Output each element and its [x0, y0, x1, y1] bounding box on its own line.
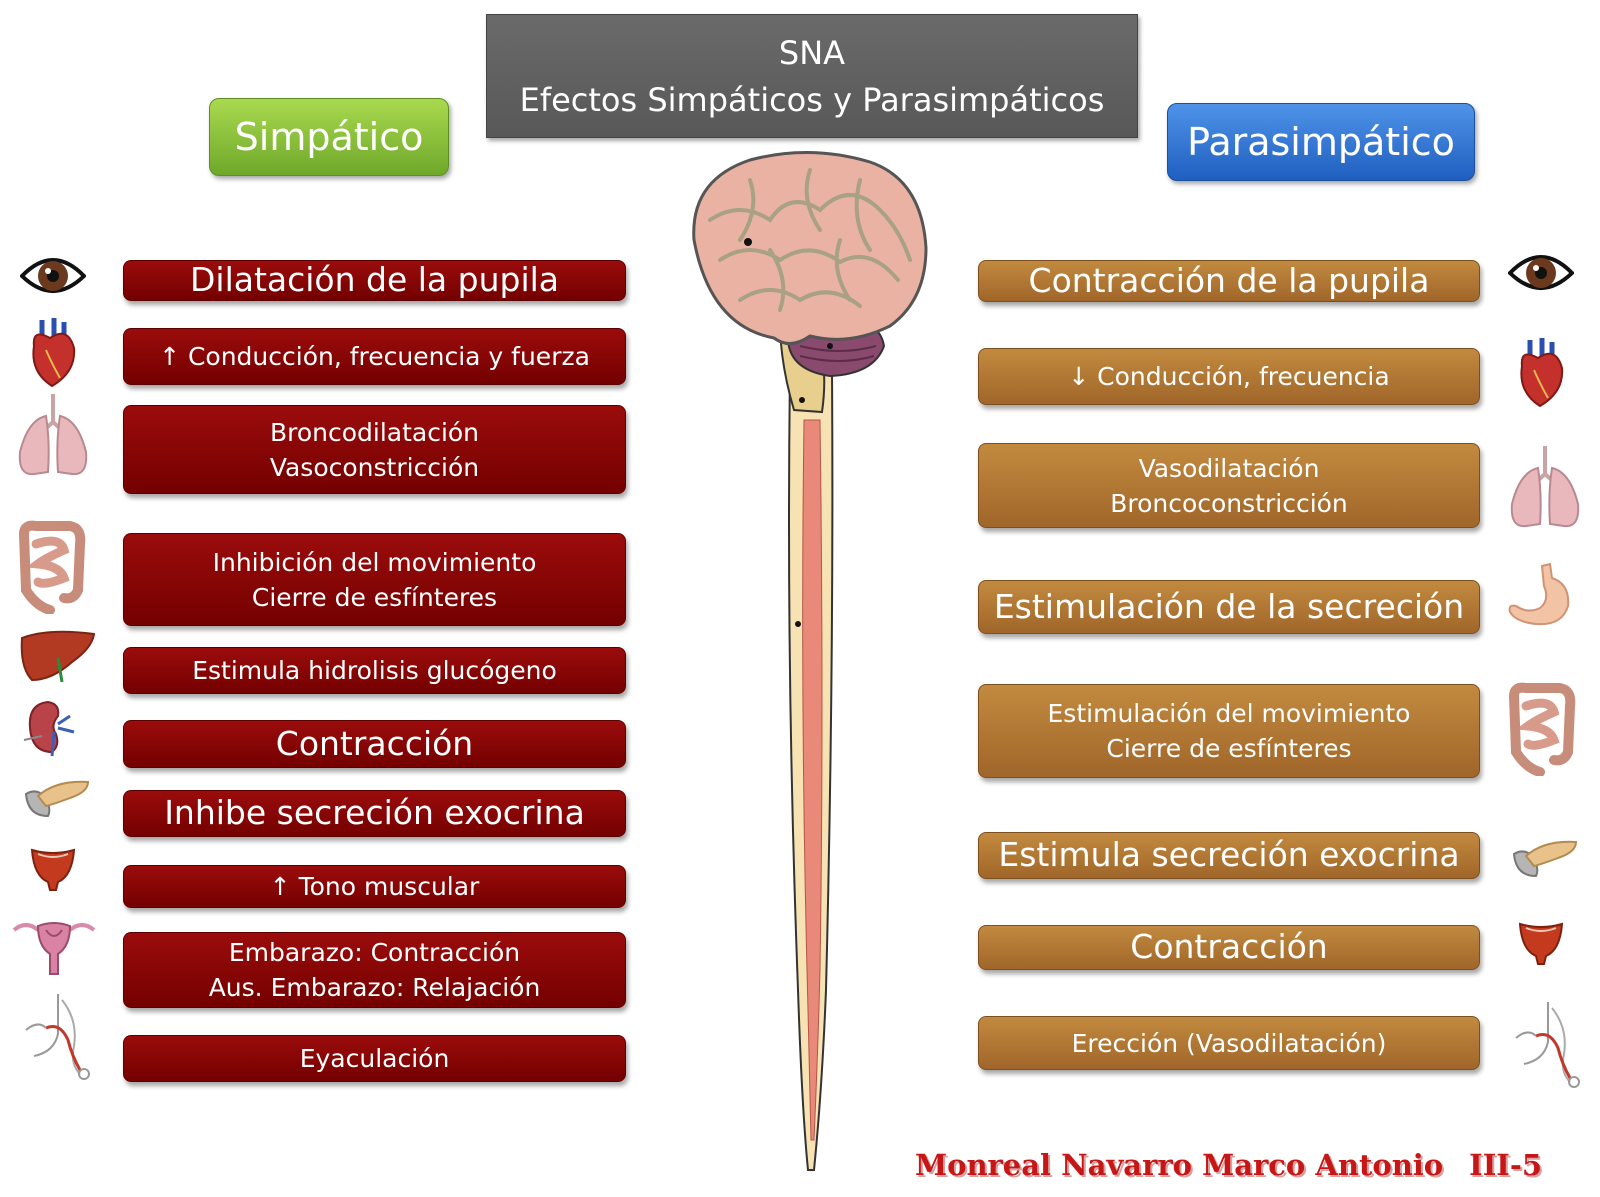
kidney-icon [18, 696, 82, 758]
parasympathetic-effect-stomach: Estimulación de la secreción [978, 580, 1480, 634]
author-credit: Monreal Navarro Marco Antonio III-5 [915, 1148, 1555, 1182]
title-line-1: SNA [778, 34, 846, 72]
diagram-title: SNA Efectos Simpáticos y Parasimpáticos [486, 14, 1138, 138]
sympathetic-effect-bladder: ↑ Tono muscular [123, 865, 626, 908]
effect-text: Estimula secreción exocrina [998, 835, 1460, 875]
sympathetic-effect-lungs: Broncodilatación Vasoconstricción [123, 405, 626, 494]
effect-text: ↑ Conducción, frecuencia y fuerza [159, 342, 590, 371]
sympathetic-effect-intestine: Inhibición del movimiento Cierre de esfí… [123, 533, 626, 626]
effect-text: Vasoconstricción [269, 452, 480, 482]
effect-text: Broncodilatación [269, 417, 480, 447]
sympathetic-effect-pancreas: Inhibe secreción exocrina [123, 790, 626, 837]
heart-icon [24, 316, 82, 388]
effect-text: Aus. Embarazo: Relajación [208, 973, 541, 1002]
effect-text: Estimula hidrolisis glucógeno [192, 656, 557, 685]
eye-icon [1508, 245, 1574, 301]
effect-text: Contracción [1130, 927, 1328, 967]
effect-text: ↓ Conducción, frecuencia [1068, 362, 1390, 391]
intestine-icon [1506, 682, 1576, 776]
parasympathetic-effect-lungs: Vasodilatación Broncoconstricción [978, 443, 1480, 528]
eye-icon [20, 248, 86, 304]
sympathetic-effect-uterus: Embarazo: Contracción Aus. Embarazo: Rel… [123, 932, 626, 1008]
author-group: III-5 [1469, 1148, 1543, 1182]
uterus-icon [10, 912, 98, 980]
liver-icon [18, 628, 98, 684]
effect-text: Broncoconstricción [1110, 488, 1348, 518]
heart-icon [1512, 336, 1570, 408]
intestine-icon [16, 520, 86, 614]
author-name: Monreal Navarro Marco Antonio [915, 1148, 1444, 1182]
sympathetic-effect-male-reproductive: Eyaculación [123, 1035, 626, 1082]
sympathetic-effect-pupil: Dilatación de la pupila [123, 260, 626, 301]
male-reproductive-icon [1508, 998, 1586, 1088]
lungs-icon [16, 392, 90, 482]
lungs-icon [1508, 444, 1582, 534]
parasympathetic-effect-heart: ↓ Conducción, frecuencia [978, 348, 1480, 405]
bladder-icon [1516, 920, 1566, 966]
effect-text: Dilatación de la pupila [189, 260, 560, 300]
sympathetic-header: Simpático [209, 98, 449, 176]
effect-text: Erección (Vasodilatación) [1071, 1028, 1387, 1058]
male-reproductive-icon [18, 990, 96, 1080]
parasympathetic-header: Parasimpático [1167, 103, 1475, 181]
parasympathetic-effect-male-reproductive: Erección (Vasodilatación) [978, 1016, 1480, 1070]
effect-text: Estimulación de la secreción [993, 586, 1465, 626]
sympathetic-effect-liver: Estimula hidrolisis glucógeno [123, 647, 626, 694]
effect-text: Vasodilatación [1138, 453, 1320, 483]
effect-text: Inhibición del movimiento [212, 547, 537, 577]
effect-text: Inhibe secreción exocrina [164, 793, 585, 833]
effect-text: Embarazo: Contracción [228, 938, 521, 967]
effect-text: ↑ Tono muscular [269, 872, 480, 901]
effect-text: Eyaculación [299, 1044, 450, 1073]
parasympathetic-effect-pupil: Contracción de la pupila [978, 260, 1480, 302]
brain-spinal-cord-icon [690, 150, 940, 1180]
effect-text: Contracción [275, 723, 474, 763]
sympathetic-effect-heart: ↑ Conducción, frecuencia y fuerza [123, 328, 626, 385]
effect-text: Estimulación del movimiento [1047, 699, 1411, 728]
parasympathetic-effect-intestine: Estimulación del movimiento Cierre de es… [978, 684, 1480, 778]
effect-text: Cierre de esfínteres [251, 582, 498, 612]
sympathetic-effect-kidney: Contracción [123, 720, 626, 768]
bladder-icon [28, 846, 78, 892]
parasympathetic-effect-pancreas: Estimula secreción exocrina [978, 832, 1480, 879]
effect-text: Contracción de la pupila [1028, 260, 1430, 300]
parasympathetic-effect-bladder: Contracción [978, 925, 1480, 970]
stomach-icon [1504, 560, 1578, 634]
effect-text: Cierre de esfínteres [1106, 734, 1352, 763]
pancreas-icon [22, 772, 92, 824]
pancreas-icon [1510, 832, 1580, 884]
title-line-2: Efectos Simpáticos y Parasimpáticos [519, 81, 1105, 119]
